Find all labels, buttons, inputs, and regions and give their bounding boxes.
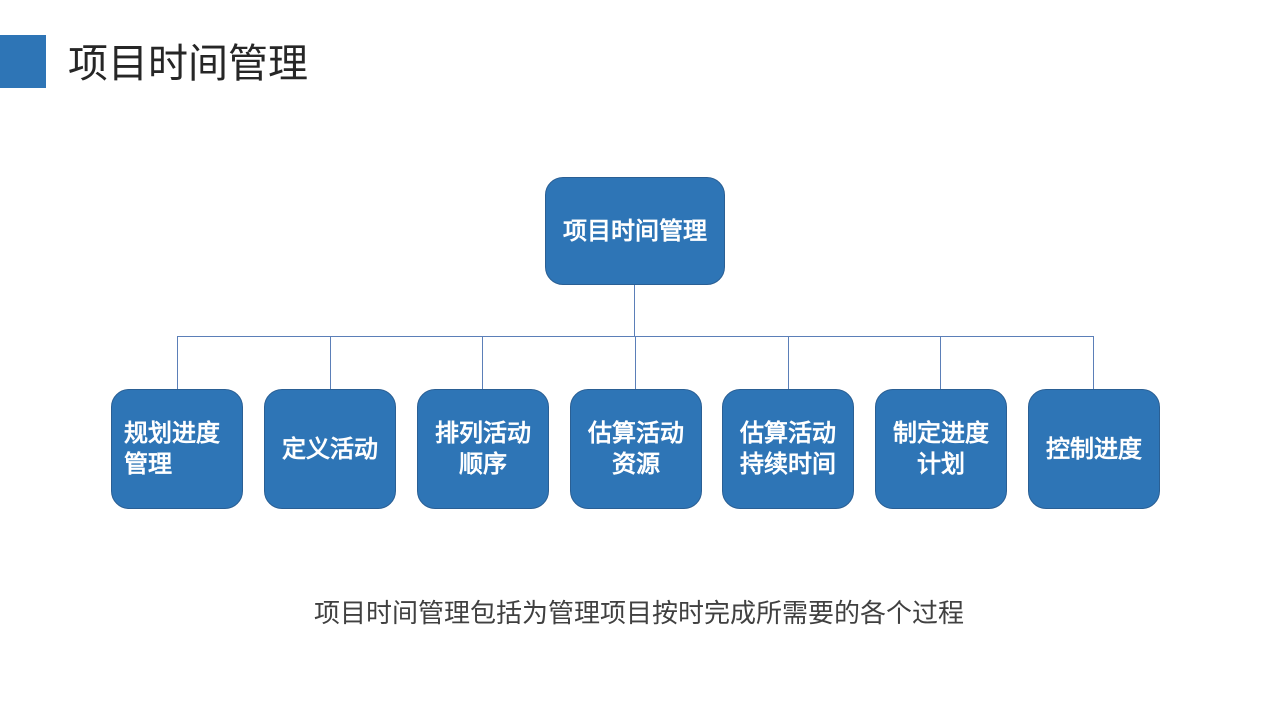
connector-drop-1	[177, 336, 178, 389]
child-node-planning: 规划进度管理	[111, 389, 243, 509]
slide-caption: 项目时间管理包括为管理项目按时完成所需要的各个过程	[313, 599, 964, 629]
connector-drop-3	[482, 336, 483, 389]
child-node-label: 规划进度管理	[124, 419, 220, 478]
connector-drop-7	[1093, 336, 1094, 389]
title-accent-bar	[0, 35, 46, 88]
child-node-develop-schedule: 制定进度计划	[875, 389, 1007, 509]
child-node-estimate-durations: 估算活动持续时间	[722, 389, 854, 509]
child-node-label: 估算活动持续时间	[740, 419, 836, 478]
root-node: 项目时间管理	[545, 177, 725, 285]
connector-drop-2	[330, 336, 331, 389]
child-node-define-activities: 定义活动	[264, 389, 396, 509]
page-title: 项目时间管理	[68, 41, 308, 87]
child-node-sequence-activities: 排列活动顺序	[417, 389, 549, 509]
connector-drop-5	[788, 336, 789, 389]
connector-drop-6	[940, 336, 941, 389]
root-node-label: 项目时间管理	[563, 216, 707, 245]
connector-drop-4	[635, 336, 636, 389]
child-node-label: 排列活动顺序	[435, 419, 531, 478]
child-node-control-schedule: 控制进度	[1028, 389, 1160, 509]
child-node-label: 控制进度	[1046, 434, 1142, 463]
child-node-label: 估算活动资源	[588, 419, 684, 478]
connector-root-stem	[634, 285, 635, 337]
child-node-label: 制定进度计划	[893, 419, 989, 478]
child-node-label: 定义活动	[282, 434, 378, 463]
child-node-estimate-resources: 估算活动资源	[570, 389, 702, 509]
